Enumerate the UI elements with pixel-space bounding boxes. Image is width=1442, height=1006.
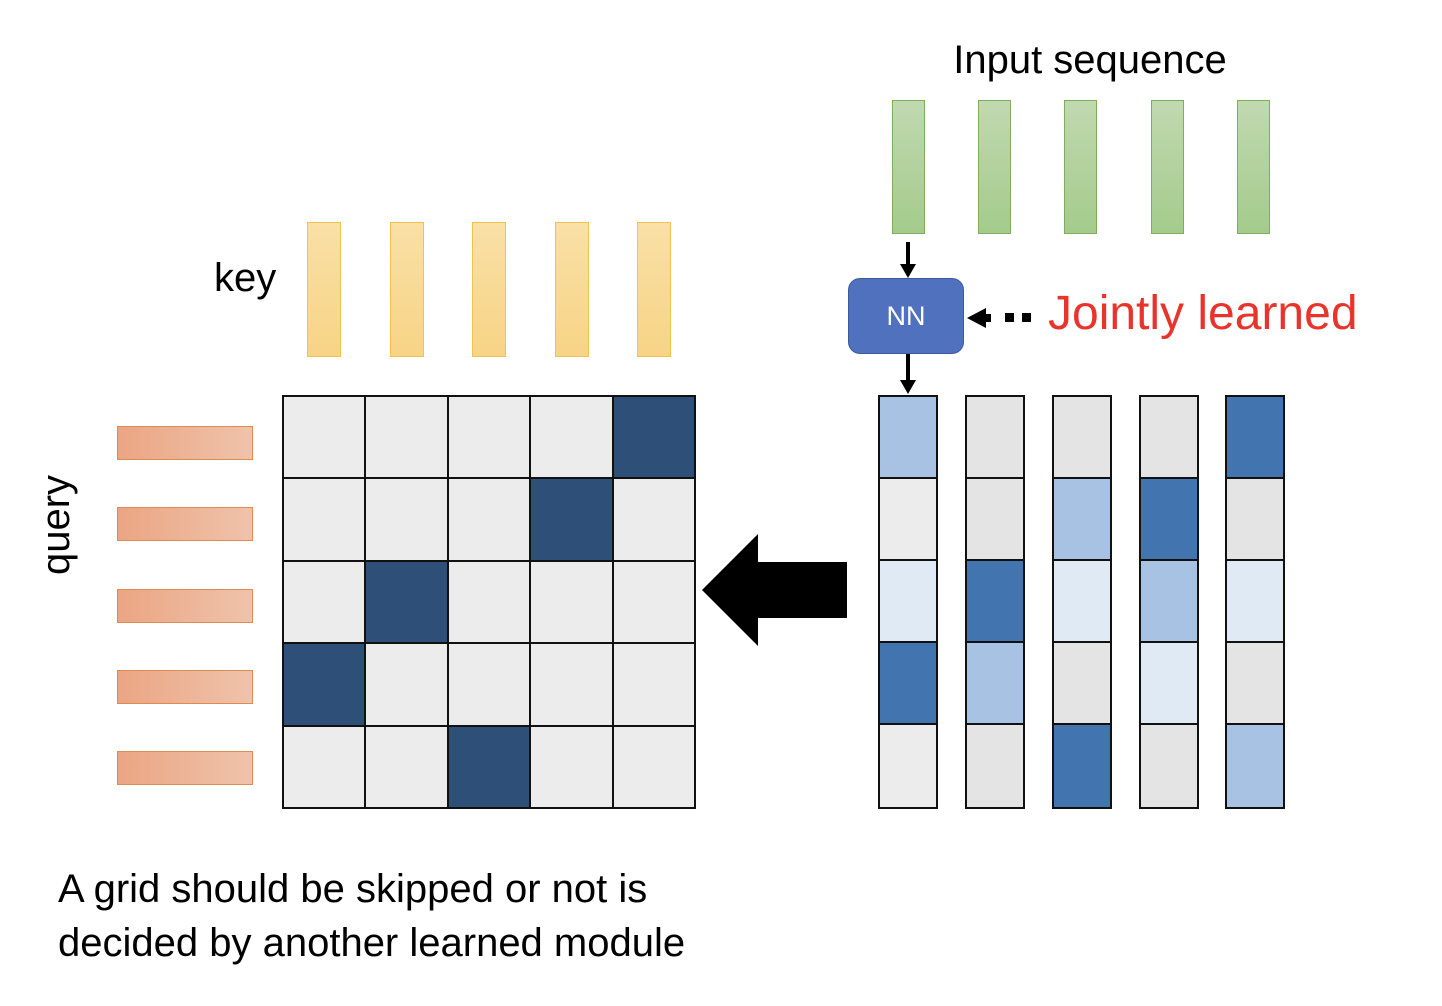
score-cell-high <box>1141 479 1197 561</box>
grid-cell-skipped <box>283 396 366 479</box>
score-cell-high <box>967 561 1023 643</box>
grid-cell-skipped <box>612 725 695 808</box>
score-cell-none <box>967 725 1023 807</box>
grid-cell-skipped <box>283 725 366 808</box>
score-cell-mid <box>1141 561 1197 643</box>
score-column <box>1052 395 1112 809</box>
grid-cell-skipped <box>365 478 448 561</box>
score-cell-none <box>1141 725 1197 807</box>
grid-cell-active <box>447 725 531 808</box>
score-cell-none <box>1227 479 1283 561</box>
input-token-bar <box>1237 100 1270 234</box>
nn-module: NN <box>848 278 964 354</box>
score-cell-high <box>1227 397 1283 479</box>
grid-cell-active <box>530 478 613 561</box>
input-token-bar <box>892 100 925 234</box>
arrow-down-icon <box>900 242 916 278</box>
dotted-arrow-left-icon <box>967 308 1031 328</box>
grid-cell-skipped <box>612 643 695 726</box>
score-column <box>878 395 938 809</box>
input-token-bar <box>978 100 1011 234</box>
score-cell-mid <box>880 397 936 479</box>
score-cell-none <box>1227 643 1283 725</box>
input-token-bar <box>1151 100 1184 234</box>
grid-cell-skipped <box>447 478 531 561</box>
big-arrow-left-icon <box>702 534 847 646</box>
grid-cell-skipped <box>530 643 613 726</box>
score-cell-none <box>1054 397 1110 479</box>
score-cell-mid <box>1227 725 1283 807</box>
score-cell-low <box>1227 561 1283 643</box>
input-sequence-label: Input sequence <box>953 38 1227 82</box>
score-cell-low <box>880 561 936 643</box>
score-column <box>965 395 1025 809</box>
grid-cell-skipped <box>530 396 613 479</box>
score-cell-none <box>967 479 1023 561</box>
grid-cell-skipped <box>365 725 448 808</box>
grid-cell-skipped <box>365 396 448 479</box>
key-token-bar <box>472 222 506 357</box>
attention-grid <box>282 395 696 809</box>
grid-cell-skipped <box>530 560 613 644</box>
score-cell-none-light <box>880 479 936 561</box>
grid-cell-skipped <box>365 643 448 726</box>
key-token-bar <box>390 222 424 357</box>
score-cell-high <box>1054 725 1110 807</box>
score-cell-none-light <box>880 725 936 807</box>
key-token-bar <box>555 222 589 357</box>
caption: A grid should be skipped or not is decid… <box>58 862 685 970</box>
caption-line-2: decided by another learned module <box>58 921 686 965</box>
score-cell-low <box>1054 561 1110 643</box>
grid-cell-skipped <box>447 396 531 479</box>
score-cell-none <box>1141 397 1197 479</box>
score-column <box>1139 395 1199 809</box>
score-cell-mid <box>1054 479 1110 561</box>
grid-cell-skipped <box>283 478 366 561</box>
grid-cell-skipped <box>447 560 531 644</box>
key-token-bar <box>637 222 671 357</box>
input-token-bar <box>1064 100 1097 234</box>
caption-line-1: A grid should be skipped or not is <box>58 867 648 911</box>
grid-cell-skipped <box>612 478 695 561</box>
key-token-bar <box>307 222 341 357</box>
query-token-bar <box>117 751 253 785</box>
score-cell-high <box>880 643 936 725</box>
grid-cell-skipped <box>283 560 366 644</box>
grid-cell-active <box>612 396 695 479</box>
score-cell-mid <box>967 643 1023 725</box>
grid-cell-active <box>283 643 366 726</box>
arrow-down-icon <box>900 354 916 394</box>
query-token-bar <box>117 426 253 460</box>
nn-label: NN <box>886 300 926 331</box>
key-label: key <box>214 256 277 300</box>
query-token-bar <box>117 589 253 623</box>
grid-cell-skipped <box>612 560 695 644</box>
query-token-bar <box>117 507 253 541</box>
score-cell-low <box>1141 643 1197 725</box>
score-column <box>1225 395 1285 809</box>
score-cell-none <box>967 397 1023 479</box>
grid-cell-active <box>365 560 448 644</box>
query-token-bar <box>117 670 253 704</box>
grid-cell-skipped <box>447 643 531 726</box>
jointly-learned-label: Jointly learned <box>1048 287 1358 340</box>
grid-cell-skipped <box>530 725 613 808</box>
score-cell-none <box>1054 643 1110 725</box>
